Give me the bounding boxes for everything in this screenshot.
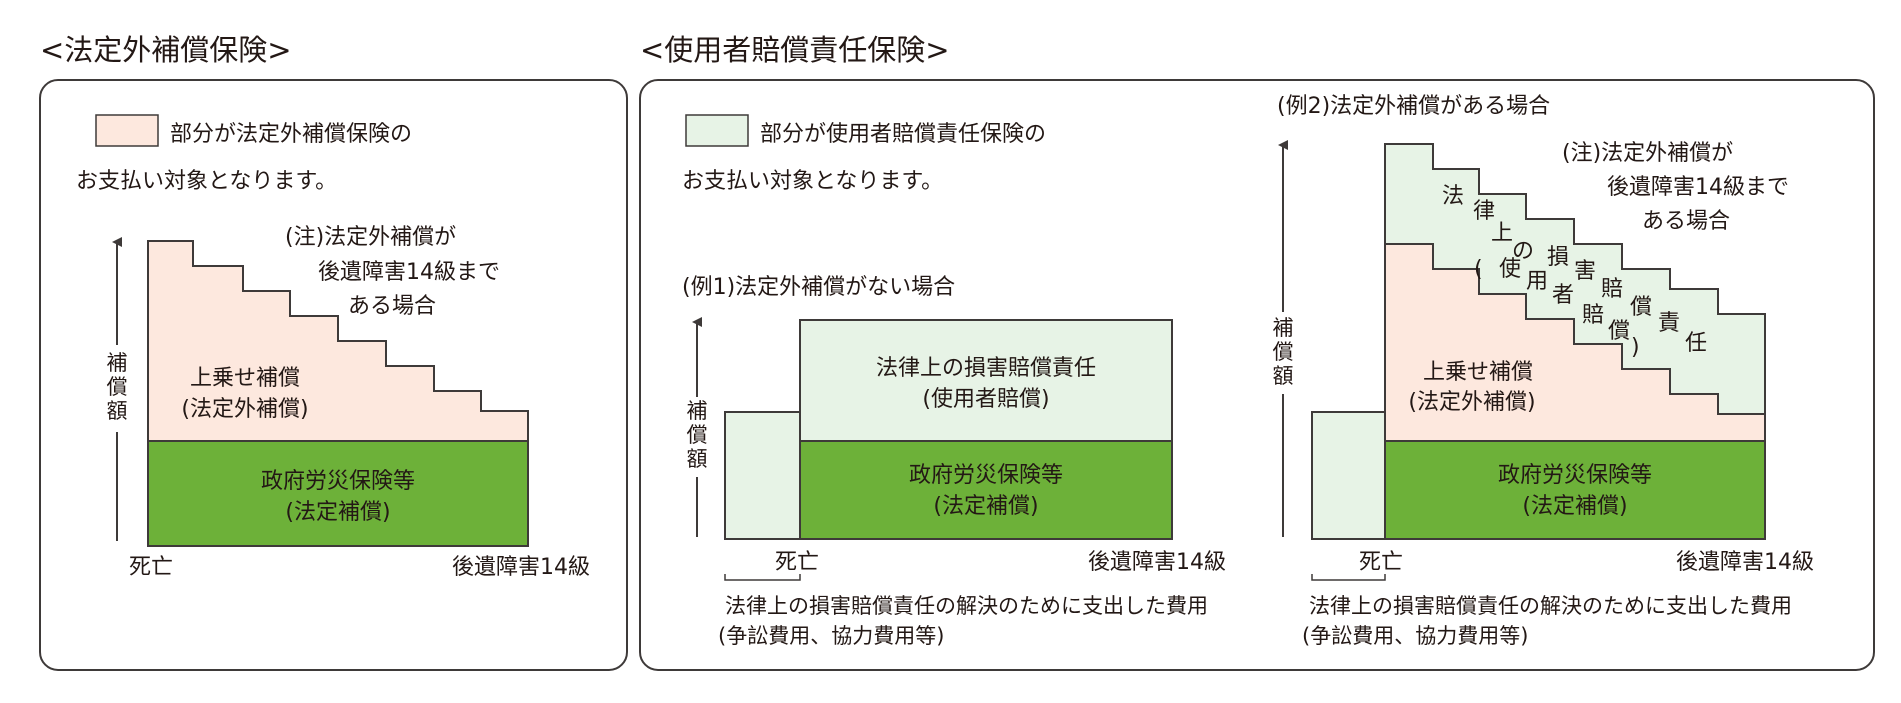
ex1-yaxis-char-3: 額 <box>687 447 708 471</box>
ex2-diag-char: の <box>1512 239 1534 264</box>
ex2-diag-char: 賠 <box>1601 277 1623 302</box>
ex2-footnote-line1: 法律上の損害賠償責任の解決のために支出した費用 <box>1309 594 1792 618</box>
left-xaxis-left-label: 死亡 <box>129 555 173 580</box>
ex2-note-line1: (注)法定外補償が <box>1562 141 1733 166</box>
ex2-yaxis-char-2: 償 <box>1273 340 1294 364</box>
left-legend-text-2: お支払い対象となります。 <box>76 169 337 194</box>
ex1-footnote-line2: (争訟費用、協力費用等) <box>718 624 944 648</box>
ex2-note-line2: 後遺障害14級まで <box>1607 175 1789 200</box>
ex2-diag-char: 用 <box>1526 269 1548 294</box>
ex1-yaxis-char-1: 補 <box>687 399 708 423</box>
left-upper-label-1: 上乗せ補償 <box>190 366 300 391</box>
ex1-upper-region <box>799 319 1173 442</box>
left-legend-text: 部分が法定外補償保険の <box>170 122 412 147</box>
left-note-line2: 後遺障害14級まで <box>318 260 500 285</box>
ex2-upper-label-2: (法定外補償) <box>1408 390 1535 415</box>
right-panel-frame <box>639 79 1875 671</box>
left-note-line3: ある場合 <box>348 294 436 319</box>
left-upper-label-2: (法定外補償) <box>181 397 308 422</box>
right-legend-swatch <box>685 114 749 147</box>
ex1-title: (例1)法定外補償がない場合 <box>682 275 955 300</box>
ex2-title: (例2)法定外補償がある場合 <box>1277 94 1550 119</box>
ex2-cost-bar <box>1311 411 1386 540</box>
ex2-diag-char: 害 <box>1574 259 1596 284</box>
ex2-base-region <box>1384 440 1766 540</box>
ex1-cost-bar <box>724 411 801 540</box>
left-yaxis-char-3: 額 <box>107 399 128 423</box>
ex2-diag-char: 者 <box>1552 283 1574 308</box>
ex2-diag-char: 任 <box>1685 331 1707 356</box>
ex2-diag-char: 法 <box>1442 184 1464 209</box>
ex2-diag-char: 律 <box>1473 199 1495 224</box>
left-yaxis-char-2: 償 <box>107 375 128 399</box>
ex2-outer-step-outline <box>1384 143 1766 441</box>
ex2-diag-char: ) <box>1631 335 1640 360</box>
ex2-diag-char: 償 <box>1608 319 1630 344</box>
right-panel-title: <使用者賠償責任保険> <box>640 33 950 67</box>
ex1-upper-label-1: 法律上の損害賠償責任 <box>876 356 1096 381</box>
right-legend-text: 部分が使用者賠償責任保険の <box>760 122 1046 147</box>
left-base-label-2: (法定補償) <box>285 500 390 525</box>
left-note-line1: (注)法定外補償が <box>285 225 456 250</box>
ex2-xaxis-right-label: 後遺障害14級 <box>1676 550 1814 575</box>
left-base-label-1: 政府労災保険等 <box>261 469 415 494</box>
ex2-xaxis-left-label: 死亡 <box>1359 550 1403 575</box>
ex1-yaxis-char-2: 償 <box>687 423 708 447</box>
left-legend-swatch <box>95 114 159 147</box>
ex2-diagonal-label: 法 律 上 の ( 使 用 損 害 者 賠 償 賠 償 ) 責 任 <box>1442 184 1707 360</box>
ex2-upper-label-1: 上乗せ補償 <box>1423 360 1533 385</box>
ex2-base-label-2: (法定補償) <box>1522 494 1627 519</box>
left-yaxis-char-1: 補 <box>107 351 128 375</box>
ex1-base-region <box>799 440 1173 540</box>
ex2-diag-char: 上 <box>1491 221 1513 246</box>
ex1-base-label-2: (法定補償) <box>933 494 1038 519</box>
ex2-base-label-1: 政府労災保険等 <box>1498 463 1652 488</box>
ex2-diag-char: 償 <box>1630 295 1652 320</box>
right-legend-text-2: お支払い対象となります。 <box>682 169 943 194</box>
ex2-diag-char: ( <box>1474 257 1483 282</box>
ex2-cost-bracket <box>1311 574 1386 581</box>
ex2-yaxis-char-1: 補 <box>1273 316 1294 340</box>
left-base-region <box>147 440 529 547</box>
left-xaxis-right-label: 後遺障害14級 <box>452 555 590 580</box>
left-panel-title: <法定外補償保険> <box>40 33 292 67</box>
ex2-yaxis-char-3: 額 <box>1273 364 1294 388</box>
ex2-diag-char: 損 <box>1547 245 1569 270</box>
ex1-cost-bracket <box>724 574 801 581</box>
ex1-xaxis-left-label: 死亡 <box>775 550 819 575</box>
ex2-diag-char: 責 <box>1658 311 1680 336</box>
ex2-note-line3: ある場合 <box>1642 209 1730 234</box>
ex1-base-label-1: 政府労災保険等 <box>909 463 1063 488</box>
ex1-xaxis-right-label: 後遺障害14級 <box>1088 550 1226 575</box>
left-step-outline <box>147 240 529 441</box>
ex1-upper-label-2: (使用者賠償) <box>922 387 1049 412</box>
ex2-footnote-line2: (争訟費用、協力費用等) <box>1302 624 1528 648</box>
ex2-diag-char: 賠 <box>1582 303 1604 328</box>
ex1-footnote-line1: 法律上の損害賠償責任の解決のために支出した費用 <box>725 594 1208 618</box>
left-panel-frame <box>39 79 628 671</box>
ex2-inner-step-outline <box>1385 243 1765 415</box>
ex2-diag-char: 使 <box>1499 257 1521 282</box>
